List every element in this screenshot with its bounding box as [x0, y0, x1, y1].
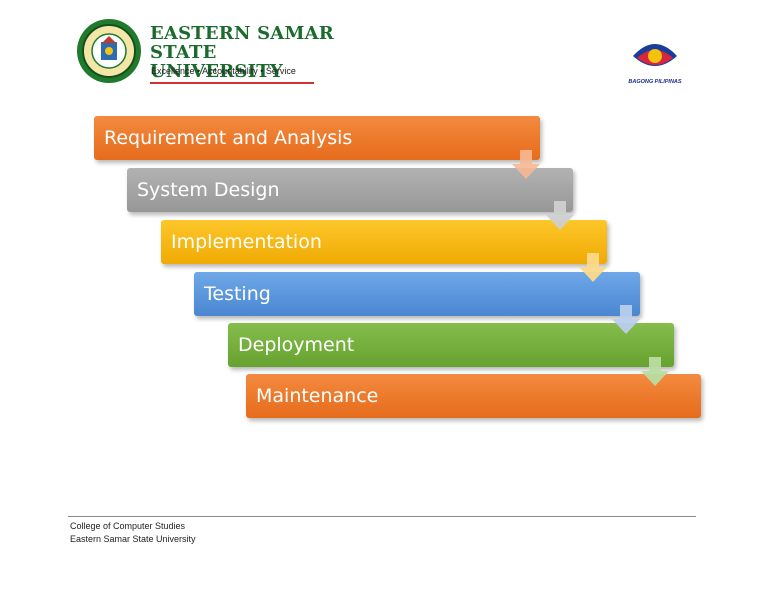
- step-testing: Testing: [194, 272, 640, 316]
- university-name-line2: STATE UNIVERSITY: [150, 43, 314, 84]
- step-label: Requirement and Analysis: [104, 127, 353, 149]
- down-arrow-icon: [612, 305, 640, 334]
- step-label: Deployment: [238, 334, 355, 356]
- step-deployment: Deployment: [228, 323, 674, 367]
- footer-divider: [68, 516, 696, 517]
- university-name-line1: EASTERN SAMAR: [150, 23, 334, 44]
- step-label: Implementation: [171, 231, 322, 253]
- university-seal-logo: [77, 19, 141, 83]
- step-system-design: System Design: [127, 168, 573, 212]
- footer: College of Computer Studies Eastern Sama…: [70, 520, 196, 546]
- step-implementation: Implementation: [161, 220, 607, 264]
- down-arrow-icon: [641, 357, 669, 386]
- step-label: System Design: [137, 179, 280, 201]
- right-logo-caption: BAGONG PILIPINAS: [628, 79, 682, 85]
- down-arrow-icon: [512, 150, 540, 179]
- footer-university: Eastern Samar State University: [70, 534, 196, 544]
- down-arrow-icon: [546, 201, 574, 230]
- university-tagline: Excellence • Accountability • Service: [151, 66, 296, 76]
- step-label: Maintenance: [256, 385, 379, 407]
- down-arrow-icon: [579, 253, 607, 282]
- step-maintenance: Maintenance: [246, 374, 701, 418]
- bagong-pilipinas-logo: [633, 44, 677, 66]
- step-requirement-and-analysis: Requirement and Analysis: [94, 116, 540, 160]
- university-name: EASTERN SAMAR STATE UNIVERSITY: [150, 24, 334, 84]
- footer-college: College of Computer Studies: [70, 521, 186, 531]
- step-label: Testing: [204, 283, 271, 305]
